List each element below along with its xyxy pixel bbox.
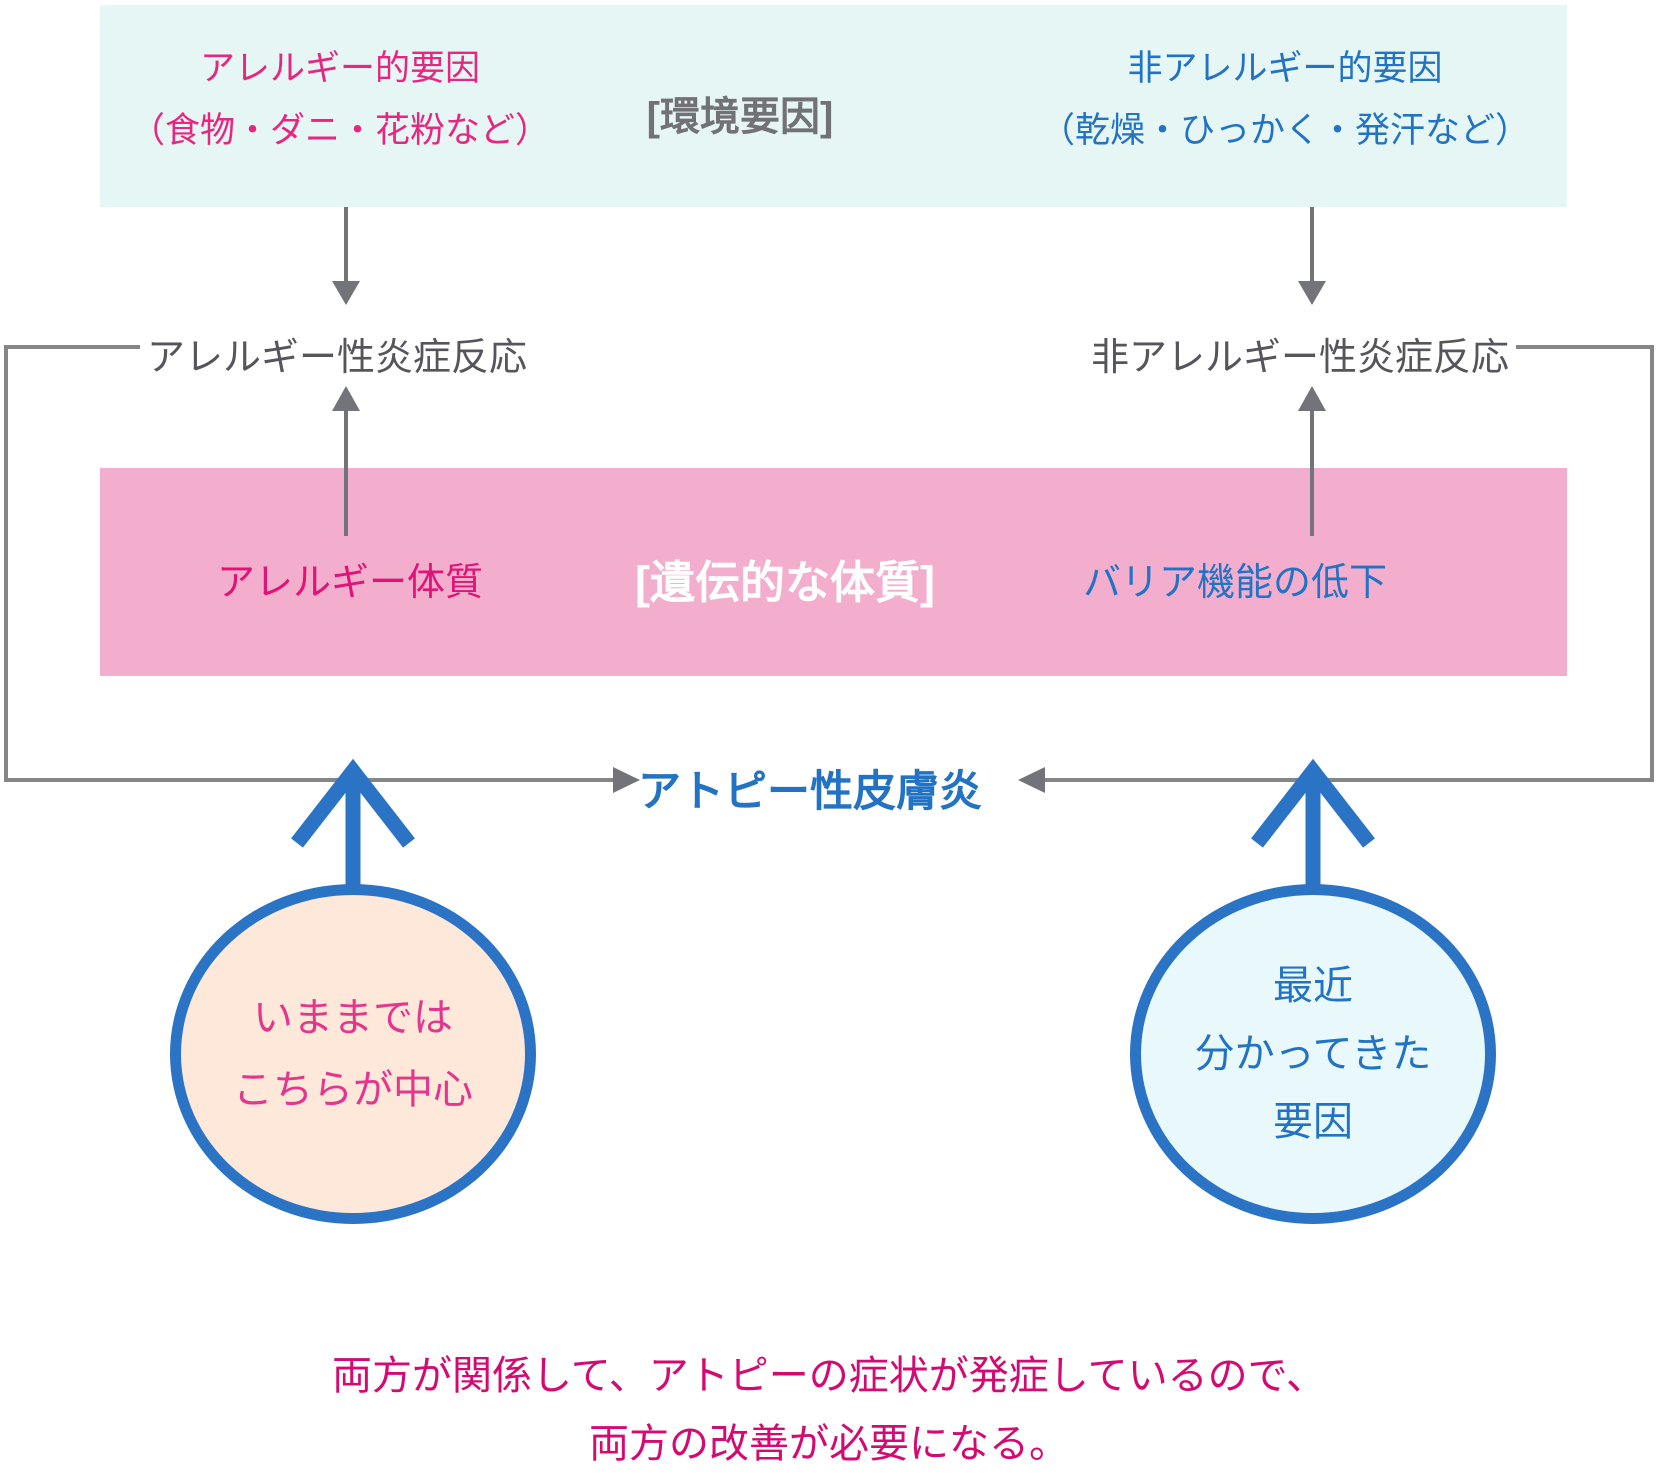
allergic-inflammation-label: アレルギー性炎症反応 [146,337,527,379]
allergic-factors-line2: （食物・ダニ・花粉など） [129,111,550,150]
atopic-dermatitis-label: アトピー性皮膚炎 [638,768,982,816]
non-allergic-inflammation-label: 非アレルギー性炎症反応 [1090,337,1509,379]
genetic-title: [遺伝的な体質] [635,557,935,608]
conclusion-line2: 両方の改善が必要になる。 [589,1422,1069,1466]
allergic-constitution-text: アレルギー体質 [216,562,483,604]
up-arrow-right [1298,386,1326,536]
past-focus-circle-text: いままでは こちらが中心 [233,982,473,1126]
blue-up-arrow-left [291,758,415,890]
down-arrow-left [332,207,360,305]
recent-factor-line2: 分かってきた [1194,1032,1432,1076]
recent-factor-circle: 最近 分かってきた 要因 [1130,884,1496,1224]
non-allergic-factors-line1: 非アレルギー的要因 [1127,49,1443,88]
conclusion-line1: 両方が関係して、アトピーの症状が発症しているので、 [332,1354,1326,1398]
recent-factor-line1: 最近 [1273,964,1353,1008]
environment-box [100,5,1567,207]
blue-up-arrow-right [1251,758,1375,890]
right-bracket-arrowhead [1018,767,1045,793]
non-allergic-factors-line2: （乾燥・ひっかく・発汗など） [1039,111,1530,150]
conclusion-text: 両方が関係して、アトピーの症状が発症しているので、 両方の改善が必要になる。 [0,1342,1658,1474]
barrier-function-text: バリア機能の低下 [1082,562,1387,604]
past-focus-circle: いままでは こちらが中心 [170,884,536,1224]
environment-title: [環境要因] [646,95,834,139]
right-bracket-line [1018,345,1654,793]
left-bracket-arrowhead [613,767,640,793]
allergic-factors-line1: アレルギー的要因 [199,49,480,88]
left-bracket-line [4,345,640,793]
recent-factor-circle-text: 最近 分かってきた 要因 [1195,952,1432,1156]
past-focus-line1: いままでは [253,996,453,1040]
recent-factor-line3: 要因 [1273,1100,1353,1144]
down-arrow-right [1298,207,1326,305]
allergic-factors-text: アレルギー的要因 （食物・ダニ・花粉など） [90,38,590,162]
up-arrow-left [332,386,360,536]
non-allergic-factors-text: 非アレルギー的要因 （乾燥・ひっかく・発汗など） [995,38,1575,162]
past-focus-line2: こちらが中心 [233,1068,473,1112]
